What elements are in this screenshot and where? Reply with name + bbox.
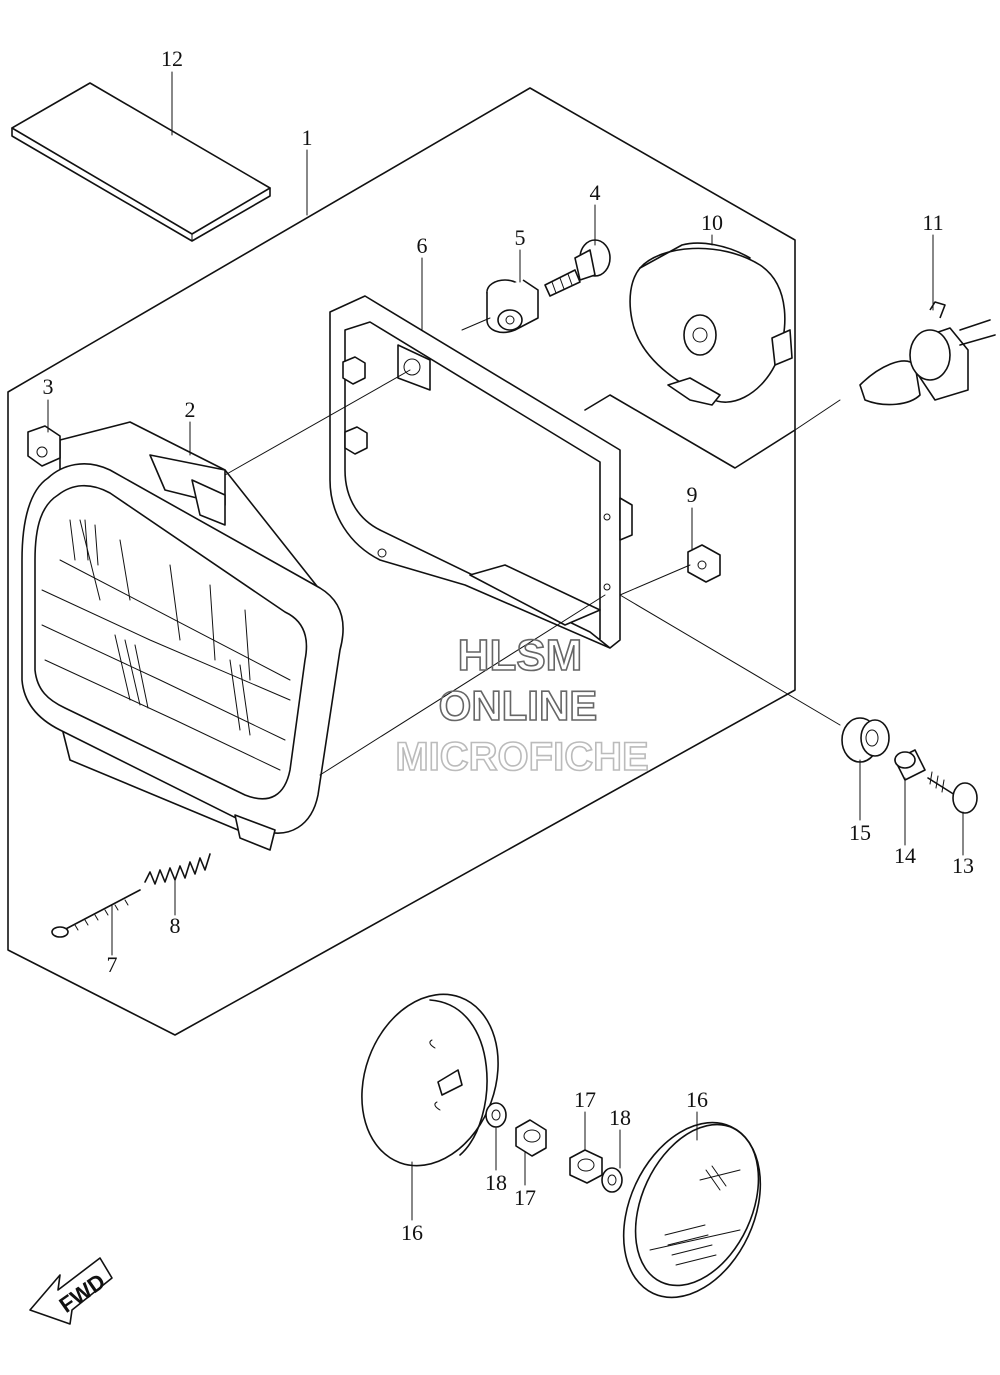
callout-16-front: 16 xyxy=(686,1087,708,1112)
bulb-socket-part xyxy=(629,242,793,406)
headlight-frame-part xyxy=(329,295,633,649)
callout-18-right: 18 xyxy=(609,1105,631,1130)
watermark-line2: ONLINE xyxy=(439,682,598,729)
callout-12: 12 xyxy=(161,46,183,71)
callout-1: 1 xyxy=(302,125,313,150)
callout-11: 11 xyxy=(922,210,943,235)
label-sheet-part xyxy=(11,82,271,242)
callout-14: 14 xyxy=(894,843,916,868)
spring-part xyxy=(144,853,211,885)
callout-13: 13 xyxy=(952,853,974,878)
nut-right-part xyxy=(569,1149,603,1184)
fwd-direction-arrow: FWD xyxy=(29,1257,113,1325)
callout-10: 10 xyxy=(701,210,723,235)
callout-18-left: 18 xyxy=(485,1170,507,1195)
cushion-part xyxy=(841,717,890,763)
adjust-screw-long-part xyxy=(51,889,141,938)
watermark-line3: MICROFICHE xyxy=(395,735,648,779)
callout-2: 2 xyxy=(185,397,196,422)
callout-7: 7 xyxy=(107,952,118,977)
callout-6: 6 xyxy=(417,233,428,258)
cover-back-part xyxy=(361,993,499,1167)
callout-8: 8 xyxy=(170,913,181,938)
bolt-part xyxy=(927,771,978,814)
assembly-boundary xyxy=(7,87,796,1036)
callout-4: 4 xyxy=(590,180,601,205)
callout-3: 3 xyxy=(43,374,54,399)
callout-17-right: 17 xyxy=(574,1087,596,1112)
callout-15: 15 xyxy=(849,820,871,845)
collar-part xyxy=(894,749,926,781)
washer-right-part xyxy=(601,1167,623,1193)
watermark: HLSM ONLINE MICROFICHE xyxy=(395,630,650,780)
callout-9: 9 xyxy=(687,482,698,507)
headlight-unit-part xyxy=(21,421,344,851)
washer-left-part xyxy=(485,1102,507,1128)
assembly-leader-lines xyxy=(224,317,841,776)
nut-left-part xyxy=(515,1119,547,1157)
callout-leaders xyxy=(47,71,964,1221)
clip-nut-part xyxy=(27,425,61,467)
speed-nut-part xyxy=(687,544,721,583)
adjust-screw-part xyxy=(544,239,611,297)
watermark-line1: HLSM xyxy=(458,631,583,680)
grommet-part xyxy=(486,279,539,334)
headlight-bulb-part xyxy=(859,301,996,406)
callout-16-back: 16 xyxy=(401,1220,423,1245)
socket-subgroup-boundary xyxy=(584,394,796,469)
cover-front-part xyxy=(622,1121,762,1299)
callout-17-left: 17 xyxy=(514,1185,536,1210)
callout-5: 5 xyxy=(515,225,526,250)
